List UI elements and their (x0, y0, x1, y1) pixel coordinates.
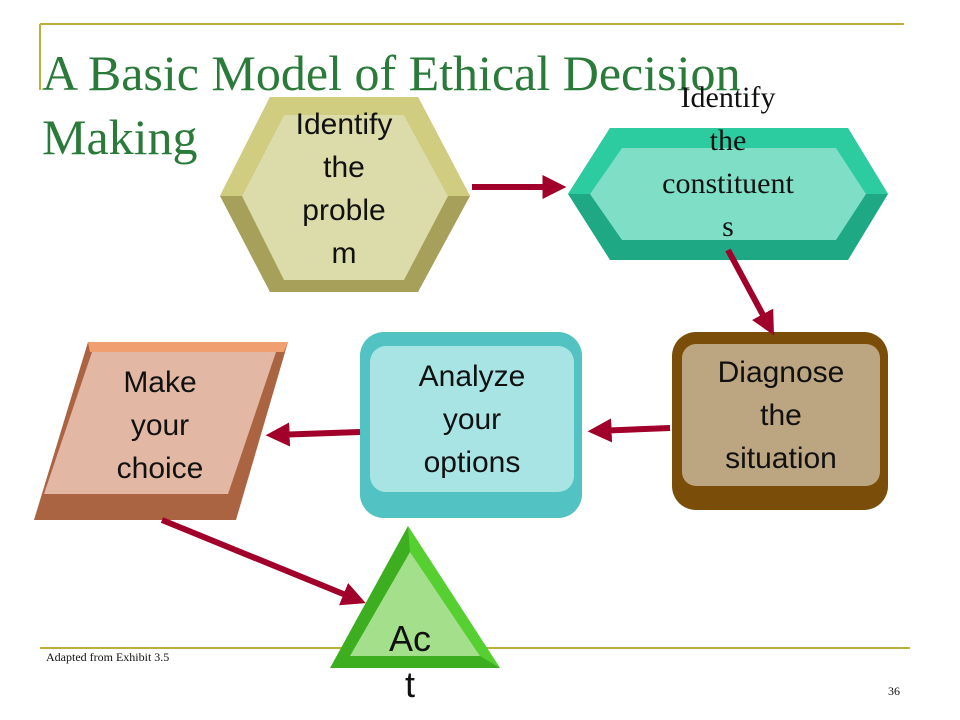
label-diagnose-line: Diagnose (717, 355, 845, 389)
hexagon-identify-constituents (568, 128, 888, 260)
label-identify-constituents: Identify the constituent s (618, 74, 838, 250)
label-identify-constituents-line: Identify (680, 81, 776, 114)
slide-title-line-2: Making (42, 109, 198, 165)
label-identify-constituents-line: constituent (662, 167, 794, 200)
triangle-act (330, 526, 500, 668)
box-analyze (360, 332, 582, 518)
label-act-line: Ac (388, 618, 431, 659)
label-choice-line: choice (116, 451, 204, 485)
label-identify-constituents-line: the (709, 124, 747, 157)
arrow-choice-to-act (160, 517, 366, 606)
label-act-line: t (404, 664, 415, 705)
label-choice-line: Make (123, 365, 197, 399)
box-diagnose (672, 332, 888, 510)
slide-title-line-1: A Basic Model of Ethical Decision (42, 45, 741, 101)
source-note: Adapted from Exhibit 3.5 (46, 650, 170, 664)
label-choice-line: your (130, 408, 190, 442)
arrow-constituents-to-diagnose (725, 248, 774, 336)
hexagon-identify-problem (220, 97, 470, 292)
label-analyze-line: options (423, 445, 521, 479)
label-identify-problem-line: proble (302, 194, 386, 227)
label-identify-problem: Identify the proble m (264, 100, 424, 278)
label-diagnose-line: the (760, 398, 802, 432)
label-act: Ac t (360, 616, 460, 716)
label-analyze-line: Analyze (418, 359, 526, 393)
arrow-diagnose-to-analyze (587, 418, 671, 443)
label-identify-constituents-line: s (722, 210, 734, 243)
label-diagnose: Diagnose the situation (682, 344, 880, 486)
label-identify-problem-line: m (331, 237, 357, 270)
page-number: 36 (888, 684, 900, 698)
arrow-analyze-to-choice (265, 422, 361, 447)
label-analyze-line: your (442, 402, 502, 436)
label-diagnose-line: situation (725, 441, 837, 475)
label-identify-problem-line: Identify (295, 108, 393, 141)
label-analyze: Analyze your options (370, 346, 574, 492)
parallelogram-choice (34, 342, 288, 520)
label-identify-problem-line: the (323, 151, 365, 184)
label-choice: Make your choice (80, 356, 240, 494)
